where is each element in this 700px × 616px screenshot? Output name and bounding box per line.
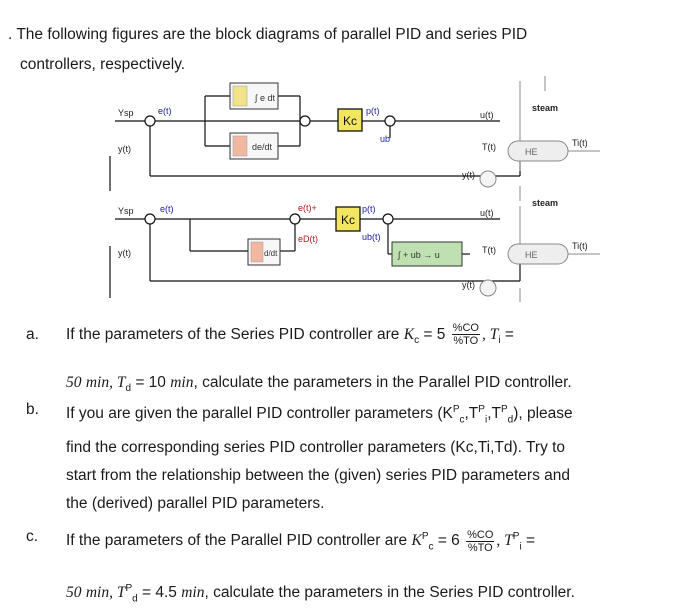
question-b-label: b.: [26, 401, 39, 418]
question-b-line-3: start from the relationship between the …: [66, 467, 570, 485]
Ti-label-2: Ti(t): [572, 241, 588, 251]
ub-label-2: ub(t): [362, 232, 381, 242]
ub-label-1: ub: [380, 134, 390, 144]
kc-label-1: Kc: [343, 114, 357, 128]
question-b-line-2: find the corresponding series PID contro…: [66, 439, 566, 457]
e-label-2: e(t): [160, 204, 174, 214]
ysp-label-1: Ysp: [118, 108, 134, 118]
intro-text: . The following figures are the block di…: [8, 20, 668, 80]
u-label-2: u(t): [480, 208, 494, 218]
question-a: a. If the parameters of the Series PID c…: [26, 322, 572, 395]
p-label-1: p(t): [366, 106, 380, 116]
Ti-label-1: Ti(t): [572, 138, 588, 148]
question-b: b. If you are given the parallel PID con…: [26, 396, 696, 518]
question-c-text-1: If the parameters of the Parallel PID co…: [66, 532, 408, 550]
ysp-label-2: Ysp: [118, 206, 134, 216]
y-label-2: y(t): [118, 248, 131, 258]
svg-text:∫ e dt: ∫ e dt: [254, 93, 275, 103]
intro-line-2: controllers, respectively.: [20, 56, 186, 73]
ed-label-2: eD(t): [298, 234, 318, 244]
question-a-label: a.: [26, 326, 39, 343]
unit-fraction-c: %CO%TO: [466, 528, 495, 554]
p-label-2: p(t): [362, 204, 376, 214]
question-b-line-4: the (derived) parallel PID parameters.: [66, 495, 325, 513]
question-a-tail: , calculate the parameters in the Parall…: [193, 374, 572, 392]
y-label-1: y(t): [118, 144, 131, 154]
block-diagrams: ∫ e dt de/dt Kc Kc d/dt ∫ + ub → u HE HE…: [109, 76, 600, 302]
steam-label-1: steam: [532, 103, 558, 113]
svg-text:de/dt: de/dt: [252, 142, 273, 152]
u-label-1: u(t): [480, 110, 494, 120]
unit-fraction-a: %CO%TO: [451, 322, 480, 348]
svg-text:∫ + ub → u: ∫ + ub → u: [397, 250, 440, 260]
steam-label-2: steam: [532, 198, 558, 208]
T-label-2: T(t): [482, 245, 496, 255]
eplus-label-2: e(t)+: [298, 203, 317, 213]
question-c-label: c.: [26, 528, 39, 545]
question-c-tail: , calculate the parameters in the Series…: [204, 584, 575, 602]
he-label-2: HE: [525, 250, 538, 260]
svg-text:d/dt: d/dt: [264, 249, 278, 258]
question-a-text-1: If the parameters of the Series PID cont…: [66, 326, 400, 343]
yt-label-2: y(t): [462, 280, 475, 290]
intro-line-1: . The following figures are the block di…: [8, 26, 528, 43]
yt-label-1: y(t): [462, 170, 475, 180]
question-c: c. If the parameters of the Parallel PID…: [26, 523, 696, 614]
e-label-1: e(t): [158, 106, 172, 116]
kc-label-2: Kc: [341, 213, 355, 227]
T-label-1: T(t): [482, 142, 496, 152]
he-label-1: HE: [525, 147, 538, 157]
